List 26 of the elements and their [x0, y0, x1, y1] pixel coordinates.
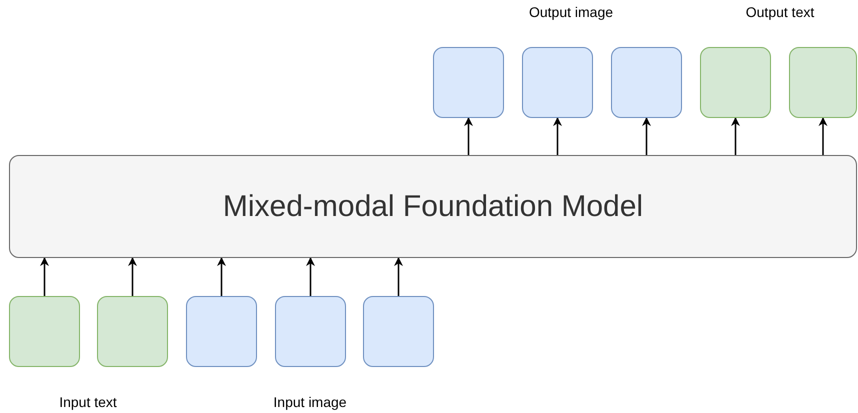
- arrow: [553, 117, 562, 155]
- arrow: [642, 117, 651, 155]
- arrow: [217, 257, 226, 296]
- token-box: [611, 47, 682, 118]
- group-label: Output image: [528, 4, 614, 20]
- arrow: [818, 117, 828, 155]
- token-box: [700, 47, 771, 118]
- arrow: [128, 257, 137, 296]
- arrow: [464, 117, 473, 155]
- group-label: Output text: [746, 4, 814, 20]
- group-label: Input text: [59, 394, 117, 410]
- token-box: [789, 47, 857, 118]
- token-box: [97, 296, 168, 367]
- token-box: [522, 47, 593, 118]
- group-label: Input image: [273, 394, 347, 410]
- arrow: [40, 257, 49, 296]
- token-box: [363, 296, 434, 367]
- token-box: [186, 296, 257, 367]
- model-title: Mixed-modal Foundation Model: [222, 190, 644, 224]
- arrow: [306, 257, 315, 296]
- token-box: [433, 47, 504, 118]
- arrow: [394, 257, 403, 296]
- arrow: [731, 117, 740, 155]
- token-box: [275, 296, 346, 367]
- token-box: [9, 296, 80, 367]
- model-box: [9, 155, 857, 258]
